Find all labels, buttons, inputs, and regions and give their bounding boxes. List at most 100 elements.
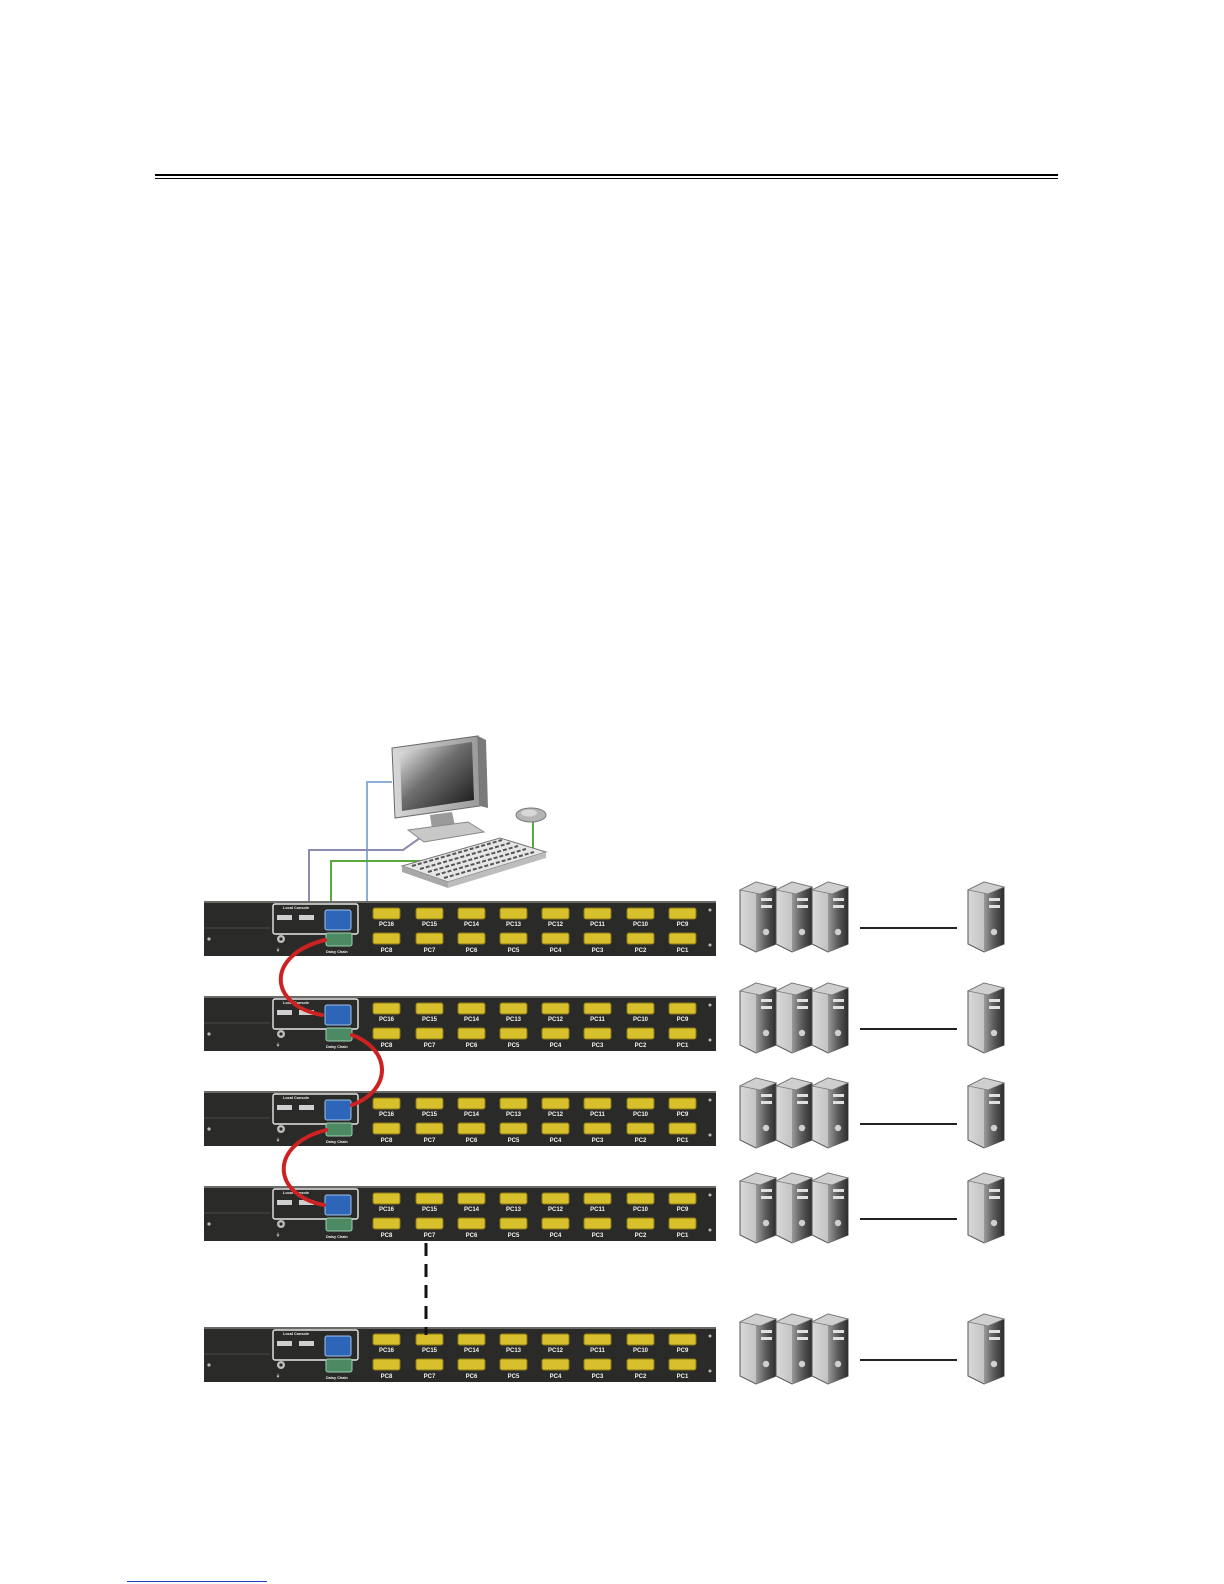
pc-port-icon bbox=[372, 1002, 401, 1015]
pc-port-label: PC4 bbox=[550, 1043, 562, 1049]
usb-port-icon bbox=[299, 915, 314, 920]
drive-bay bbox=[761, 1337, 772, 1340]
tower-top bbox=[738, 982, 778, 996]
drive-bay bbox=[797, 999, 808, 1002]
pc-port-icon bbox=[372, 1192, 401, 1205]
pc-port-label: PC7 bbox=[424, 1374, 436, 1380]
pc-port-icon bbox=[626, 1333, 655, 1346]
usb-port-icon bbox=[299, 1105, 314, 1110]
kvm-switch-stack: Local Console⏚Daisy ChainPC16PC8PC15PC7P… bbox=[204, 901, 716, 1382]
pc-port-label: PC14 bbox=[464, 1207, 480, 1213]
daisy-chain-port-icon bbox=[325, 1027, 353, 1042]
pc-port-icon bbox=[583, 1192, 612, 1205]
pc-port-icon bbox=[668, 1192, 697, 1205]
drive-bay bbox=[761, 898, 772, 901]
pc-port-icon bbox=[541, 1002, 570, 1015]
pc-port-icon bbox=[541, 1097, 570, 1110]
pc-port-icon bbox=[626, 932, 655, 945]
pc-port-label: PC2 bbox=[635, 1374, 647, 1380]
pc-port-icon bbox=[583, 1097, 612, 1110]
drive-bay bbox=[797, 1330, 808, 1333]
pc-port-icon bbox=[415, 1027, 444, 1040]
screw-icon bbox=[207, 1222, 211, 1226]
vga-console-port-icon bbox=[324, 1335, 352, 1357]
pc-port-label: PC1 bbox=[677, 1233, 689, 1239]
pc-port-icon bbox=[541, 1122, 570, 1135]
pc-port-icon bbox=[457, 1358, 486, 1371]
pc-port-icon bbox=[457, 1192, 486, 1205]
drive-bay bbox=[797, 1101, 808, 1104]
pc-port-icon bbox=[499, 1027, 528, 1040]
drive-bay bbox=[989, 1101, 1000, 1104]
pc-port-icon bbox=[372, 907, 401, 920]
tower-top bbox=[966, 1313, 1006, 1327]
kvm-switch-unit: Local Console⏚Daisy ChainPC16PC8PC15PC7P… bbox=[204, 1327, 716, 1382]
drive-bay bbox=[989, 1337, 1000, 1340]
pc-port-icon bbox=[457, 1027, 486, 1040]
power-button-icon bbox=[990, 1219, 998, 1227]
tower-top bbox=[810, 881, 850, 895]
pc-port-icon bbox=[583, 932, 612, 945]
pc-port-icon bbox=[541, 907, 570, 920]
drive-bay bbox=[833, 905, 844, 908]
tower-top bbox=[774, 982, 814, 996]
drive-bay bbox=[989, 905, 1000, 908]
screw-icon bbox=[708, 1228, 712, 1232]
power-button-icon bbox=[798, 1360, 806, 1368]
screw-icon bbox=[207, 937, 211, 941]
pc-port-icon bbox=[626, 907, 655, 920]
local-console-frame bbox=[272, 903, 359, 935]
pc-port-label: PC7 bbox=[424, 948, 436, 954]
power-button-icon bbox=[834, 928, 842, 936]
pc-port-icon bbox=[415, 1097, 444, 1110]
drive-bay bbox=[761, 1330, 772, 1333]
drive-bay bbox=[797, 1337, 808, 1340]
pc-port-icon bbox=[372, 1027, 401, 1040]
pc-port-icon bbox=[583, 1333, 612, 1346]
drive-bay bbox=[761, 1094, 772, 1097]
keyboard-icon bbox=[400, 837, 548, 888]
local-console-frame bbox=[272, 998, 359, 1030]
pc-port-icon bbox=[372, 1097, 401, 1110]
chassis-top-edge bbox=[204, 901, 716, 903]
computer-tower-icon bbox=[738, 1313, 778, 1385]
tower-top bbox=[810, 982, 850, 996]
power-symbol-icon: ⏚ bbox=[276, 1372, 280, 1378]
pc-port-label: PC1 bbox=[677, 1374, 689, 1380]
mouse-icon bbox=[515, 807, 547, 823]
pc-port-icon bbox=[499, 907, 528, 920]
daisy-chain-label: Daisy Chain bbox=[326, 1140, 348, 1144]
computer-tower-icon bbox=[738, 982, 778, 1054]
pc-port-icon bbox=[457, 1217, 486, 1230]
pc-port-label: PC15 bbox=[422, 1348, 438, 1354]
computer-tower-icon bbox=[774, 1313, 814, 1385]
screw-icon bbox=[708, 908, 712, 912]
computer-tower-icon bbox=[810, 1313, 850, 1385]
pc-port-icon bbox=[499, 932, 528, 945]
kvm-switch-unit: Local Console⏚Daisy ChainPC16PC8PC15PC7P… bbox=[204, 1091, 716, 1146]
pc-port-label: PC9 bbox=[677, 1112, 689, 1118]
power-button-icon bbox=[798, 1124, 806, 1132]
pc-port-icon bbox=[457, 1122, 486, 1135]
drive-bay bbox=[989, 1189, 1000, 1192]
pc-port-icon bbox=[668, 907, 697, 920]
power-jack-center bbox=[279, 1127, 283, 1131]
drive-bay bbox=[989, 1196, 1000, 1199]
pc-port-label: PC7 bbox=[424, 1043, 436, 1049]
tower-top bbox=[810, 1077, 850, 1091]
computer-tower-icon bbox=[774, 1077, 814, 1149]
pc-port-label: PC13 bbox=[506, 1207, 522, 1213]
pc-port-label: PC9 bbox=[677, 1017, 689, 1023]
pc-port-label: PC3 bbox=[592, 1233, 604, 1239]
pc-port-icon bbox=[668, 1333, 697, 1346]
pc-port-label: PC5 bbox=[508, 1374, 520, 1380]
pc-port-icon bbox=[457, 1097, 486, 1110]
tower-top bbox=[810, 1172, 850, 1186]
pc-port-label: PC15 bbox=[422, 1207, 438, 1213]
computer-tower-icon bbox=[738, 1077, 778, 1149]
daisy-chain-cable bbox=[279, 938, 327, 1017]
pc-port-icon bbox=[668, 932, 697, 945]
keyboard-cable bbox=[308, 837, 421, 902]
pc-port-label: PC15 bbox=[422, 922, 438, 928]
daisy-chain-port-icon bbox=[325, 932, 353, 947]
